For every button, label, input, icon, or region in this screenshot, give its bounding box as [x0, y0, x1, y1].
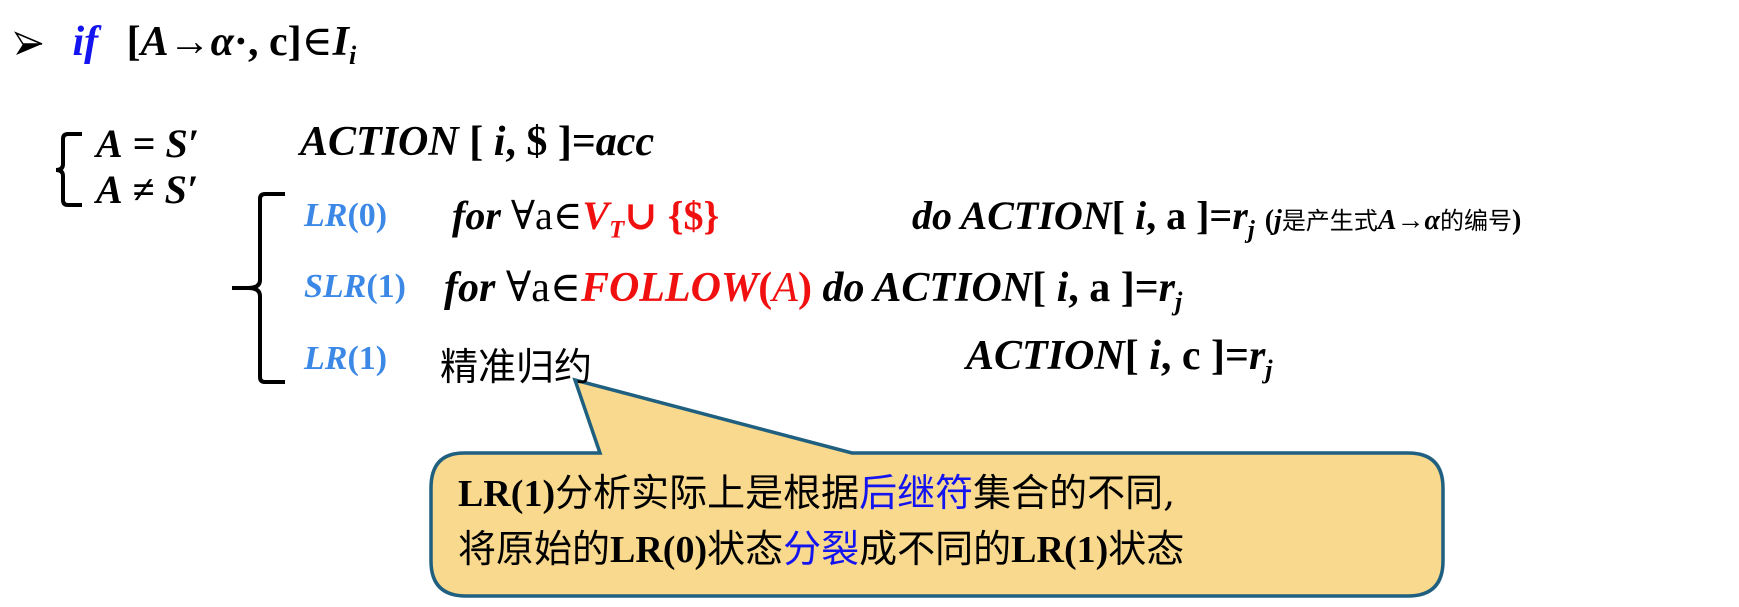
method-row-slr1: SLR(1): [304, 268, 406, 306]
lr1-action: ACTION[ i, c ]=rj: [966, 333, 1273, 385]
split-highlight: 分裂: [783, 527, 860, 571]
callout-line-1: LR(1)分析实际上是根据后继符集合的不同,: [458, 471, 1176, 515]
condition-reduce: A ≠ S′: [96, 167, 199, 212]
condition-accept: A = S′: [96, 121, 199, 166]
method-label: LR(0): [304, 197, 388, 234]
action-accept: ACTION [ i, $ ]=acc: [300, 119, 655, 165]
if-keyword: if: [72, 19, 99, 65]
lr1-description: 精准归约: [440, 345, 593, 389]
method-row-lr1: LR(1): [304, 340, 387, 378]
method-label: SLR(1): [304, 268, 407, 305]
successor-set-highlight: 后继符: [859, 471, 974, 515]
lr0-action: do ACTION[ i, a ]=rj (j是产生式A→α的编号): [912, 193, 1522, 244]
lr0-condition: for ∀a∈VT∪ {$}: [452, 193, 720, 244]
production-note: (j是产生式A→α的编号): [1264, 205, 1522, 236]
item-expression: [A→α·, c]∈Ii: [126, 19, 357, 71]
callout-line-2: 将原始的LR(0)状态分裂成不同的LR(1)状态: [458, 527, 1185, 571]
arrowhead-bullet-icon: [14, 18, 48, 66]
method-label: LR(1): [304, 340, 388, 377]
slr1-condition: for ∀a∈FOLLOW(A) do ACTION[ i, a ]=rj: [444, 265, 1183, 317]
callout-shape: [429, 377, 1445, 598]
method-row-lr0: LR(0): [304, 197, 387, 235]
header-line: if [A→α·, c]∈Ii: [14, 16, 357, 71]
inner-brace-icon: [232, 192, 285, 384]
outer-brace-icon: [55, 132, 82, 207]
